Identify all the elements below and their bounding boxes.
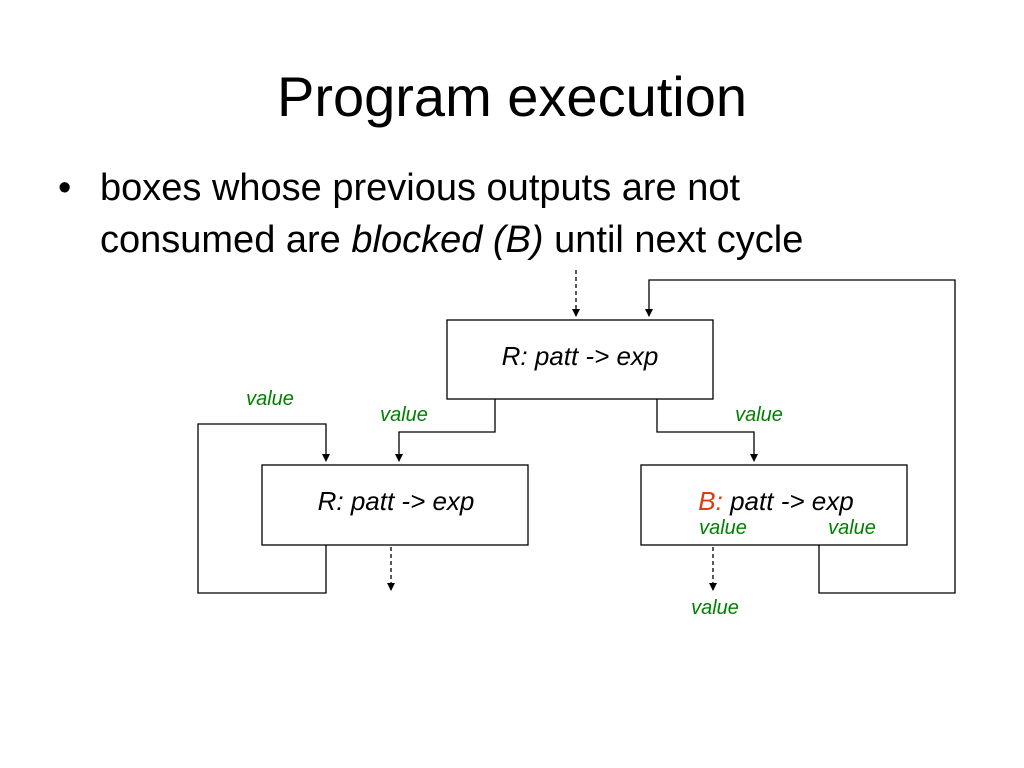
right-blocked-box-label: B: patt -> exp: [698, 486, 853, 516]
bullet-line-2: consumed are blocked (B) until next cycl…: [100, 214, 980, 266]
bullet-dot: •: [58, 167, 72, 209]
blocked-term: blocked (B): [351, 219, 544, 261]
left-rule-box: [261, 464, 529, 546]
top-rule-box: [446, 319, 714, 400]
top-to-right-arrow: [656, 399, 758, 462]
loop-value-label: value: [246, 388, 294, 410]
bullet-text: boxes whose previous outputs are not con…: [100, 162, 980, 266]
top-rule-text: patt -> exp: [528, 341, 659, 371]
blocked-prefix: B:: [698, 486, 723, 516]
slide-title: Program execution: [276, 65, 747, 128]
top-rule-prefix: R:: [502, 341, 528, 371]
right-blocked-box: [640, 464, 908, 546]
bullet-line-2-end: until next cycle: [543, 219, 804, 261]
left-rule-text: patt -> exp: [344, 486, 475, 516]
bullet-line-1: boxes whose previous outputs are not: [100, 167, 741, 209]
right-box-inner-value-left: value: [699, 517, 747, 539]
top-rule-box-label: R: patt -> exp: [502, 341, 659, 371]
right-box-inner-value-right: value: [828, 517, 876, 539]
bottom-value-label: value: [691, 597, 739, 619]
left-self-loop-arrow: [197, 423, 330, 594]
right-edge-value-label: value: [735, 404, 783, 426]
feedback-loop-arrow: [645, 279, 956, 594]
right-rule-text: patt -> exp: [723, 486, 854, 516]
left-rule-prefix: R:: [318, 486, 344, 516]
top-to-left-arrow: [395, 399, 496, 462]
left-edge-value-label: value: [380, 404, 428, 426]
bullet-line-2-start: consumed are: [100, 219, 352, 261]
left-rule-box-label: R: patt -> exp: [318, 486, 475, 516]
